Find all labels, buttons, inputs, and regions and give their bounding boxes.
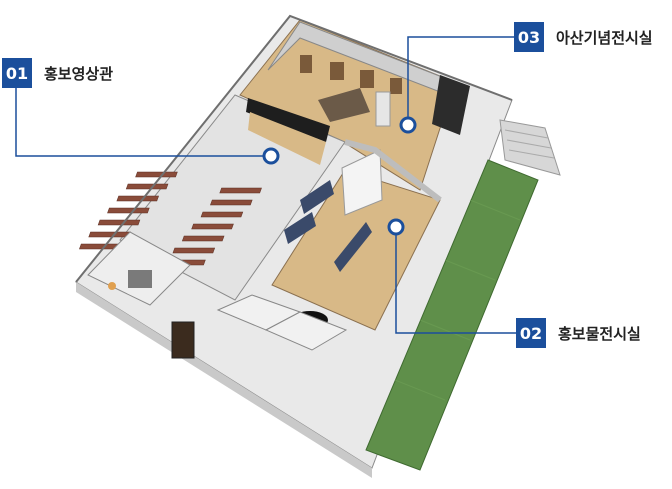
entrance-door xyxy=(171,321,195,359)
dark-pillar xyxy=(432,75,470,135)
room-number-badge: 02 xyxy=(516,318,546,348)
room-name: 홍보물전시실 xyxy=(558,324,641,343)
room-name: 아산기념전시실 xyxy=(556,28,653,47)
marker-01[interactable] xyxy=(262,147,280,165)
stairs xyxy=(499,119,561,176)
room-label-02[interactable]: 02 홍보물전시실 xyxy=(516,318,641,348)
seat-rows xyxy=(79,171,262,266)
leader-line-02 xyxy=(395,227,516,334)
room-label-03[interactable]: 03 아산기념전시실 xyxy=(514,22,653,52)
room-label-01[interactable]: 01 홍보영상관 xyxy=(2,58,113,88)
room-01-screen xyxy=(246,98,330,142)
room-number-badge: 03 xyxy=(514,22,544,52)
room-number-badge: 01 xyxy=(2,58,32,88)
leader-line-03 xyxy=(407,36,514,125)
lawn xyxy=(365,159,539,471)
room-name: 홍보영상관 xyxy=(44,64,114,83)
building-base-side xyxy=(76,282,372,478)
marker-02[interactable] xyxy=(387,218,405,236)
marker-03[interactable] xyxy=(399,116,417,134)
